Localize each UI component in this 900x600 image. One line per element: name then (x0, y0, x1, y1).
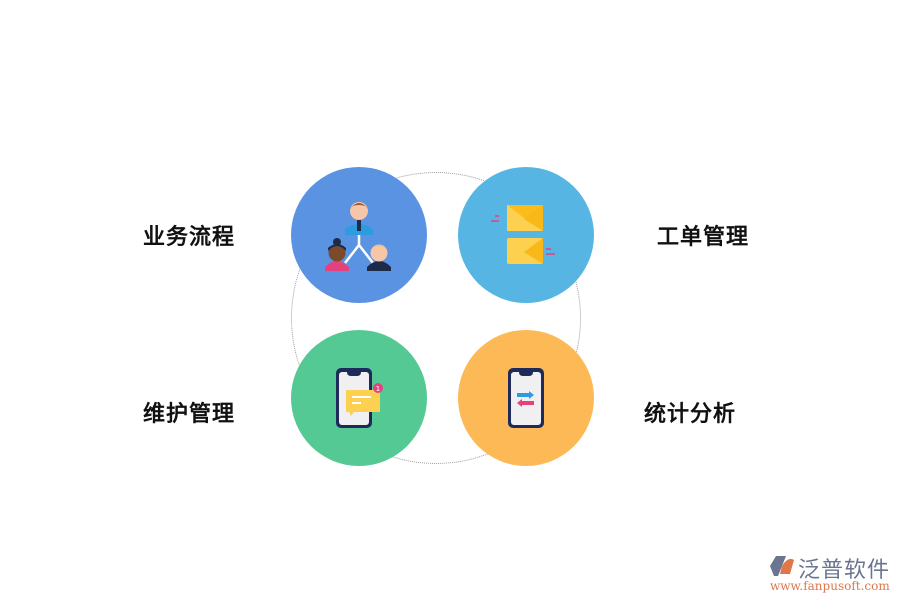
maintenance-circle: 1 (291, 330, 427, 466)
phone-notification-icon: 1 (336, 368, 383, 428)
phone-transfer-icon (508, 368, 544, 428)
brand-logo: 泛普软件 www.fanpusoft.com (770, 552, 895, 597)
business-process-circle (291, 167, 427, 303)
fanpu-logo-icon (770, 556, 794, 576)
connector-ring (291, 172, 581, 464)
brand-name: 泛普软件 (798, 558, 891, 583)
team-hierarchy-icon (325, 202, 391, 271)
statistics-circle (458, 330, 594, 466)
label-work-order: 工单管理 (657, 225, 750, 250)
label-business-process: 业务流程 (143, 225, 236, 250)
brand-url: www.fanpusoft.com (770, 579, 890, 593)
label-statistics: 统计分析 (644, 402, 737, 427)
envelopes-icon (491, 205, 555, 264)
work-order-circle (458, 167, 594, 303)
label-maintenance: 维护管理 (143, 402, 236, 427)
svg-text:1: 1 (376, 385, 380, 393)
